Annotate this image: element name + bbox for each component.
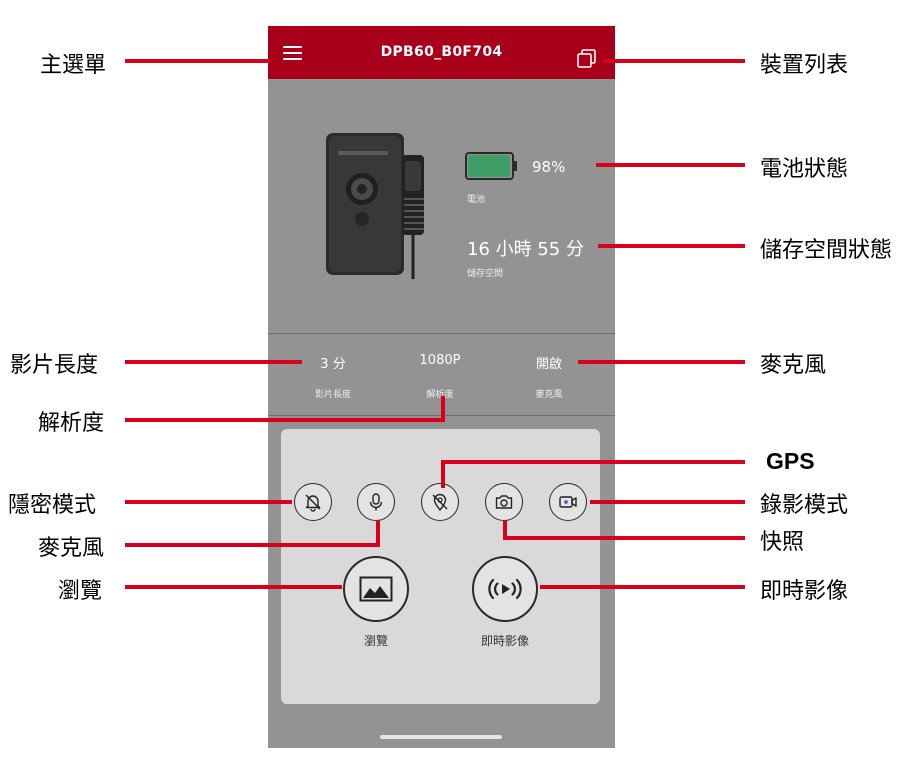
callout-main-menu: 主選單 xyxy=(40,53,107,78)
location-off-icon xyxy=(432,493,448,512)
video-length-label: 影片長度 xyxy=(314,390,351,400)
callout-storage-status: 儲存空間狀態 xyxy=(760,238,893,263)
callout-resolution: 解析度 xyxy=(38,411,105,436)
callout-recording-mode: 錄影模式 xyxy=(760,493,849,518)
browse-label: 瀏覽 xyxy=(363,634,388,648)
live-stream-icon xyxy=(488,578,522,600)
hamburger-icon[interactable] xyxy=(283,46,302,60)
body-camera-image xyxy=(326,133,424,279)
privacy-mode-button[interactable] xyxy=(294,483,332,521)
callout-video-length: 影片長度 xyxy=(10,353,99,378)
storage-label: 儲存空間 xyxy=(467,269,504,279)
home-indicator xyxy=(380,735,502,739)
callout-live-view: 即時影像 xyxy=(760,579,849,604)
microphone-status-value: 開啟 xyxy=(535,357,562,372)
callout-gps: GPS xyxy=(766,448,815,474)
video-record-icon xyxy=(559,496,577,508)
microphone-button[interactable] xyxy=(357,483,395,521)
battery-icon xyxy=(465,152,517,180)
callout-snapshot: 快照 xyxy=(760,530,805,555)
device-name-title: DPB60_B0F704 xyxy=(380,44,503,60)
callout-microphone-status: 麥克風 xyxy=(760,353,827,378)
resolution-label: 解析度 xyxy=(426,390,454,400)
battery-label: 電池 xyxy=(467,195,486,205)
microphone-icon xyxy=(369,493,383,511)
battery-percentage: 98% xyxy=(532,158,566,176)
resolution-value: 1080P xyxy=(419,353,461,368)
divider xyxy=(268,333,615,334)
browse-button[interactable] xyxy=(343,556,409,622)
top-app-bar: DPB60_B0F704 xyxy=(268,26,615,79)
control-panel: 瀏覽 即時影像 xyxy=(281,429,600,704)
bell-off-icon xyxy=(305,494,321,512)
snapshot-button[interactable] xyxy=(485,483,523,521)
callout-device-list: 裝置列表 xyxy=(760,53,849,78)
live-view-button[interactable] xyxy=(472,556,538,622)
callout-microphone-button: 麥克風 xyxy=(38,536,105,561)
divider xyxy=(268,415,615,416)
storage-remaining: 16 小時 55 分 xyxy=(467,239,584,260)
callout-battery-status: 電池狀態 xyxy=(760,157,849,182)
callout-browse: 瀏覽 xyxy=(58,579,103,604)
gallery-image-icon xyxy=(359,576,393,602)
device-list-icon[interactable] xyxy=(577,49,599,69)
microphone-status-label: 麥克風 xyxy=(535,390,563,400)
app-screen: DPB60_B0F704 98% 電池 16 小時 55 分 儲存空間 3 分 xyxy=(268,26,615,748)
video-length-value: 3 分 xyxy=(320,357,346,372)
gps-button[interactable] xyxy=(421,483,459,521)
recording-mode-button[interactable] xyxy=(549,483,587,521)
callout-privacy-mode: 隱密模式 xyxy=(8,493,97,518)
live-view-label: 即時影像 xyxy=(480,634,529,648)
camera-icon xyxy=(495,495,513,509)
